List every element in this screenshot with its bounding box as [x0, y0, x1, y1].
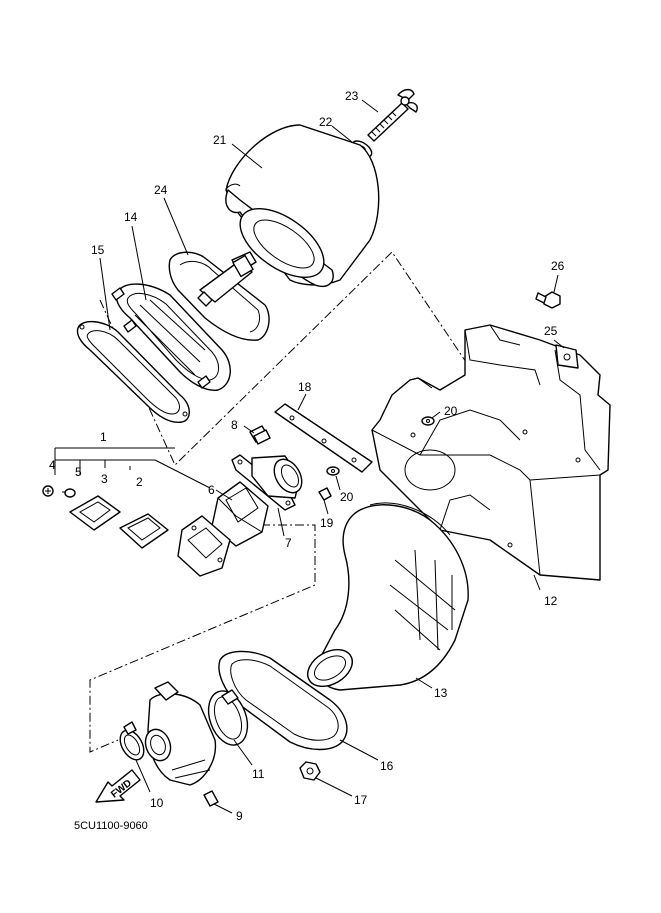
callout-6: 6	[208, 483, 215, 497]
clamp-11	[207, 689, 249, 746]
nut-17	[299, 761, 321, 781]
filter-guide	[168, 251, 270, 341]
leader-lines	[99, 99, 565, 814]
gasket-15	[76, 321, 190, 423]
screw-4	[42, 485, 54, 497]
fwd-arrow-icon: FWD	[95, 769, 141, 803]
fitting-9	[203, 790, 219, 807]
plate-18	[274, 403, 373, 473]
air-filter-case	[371, 324, 611, 581]
reed-plate-3	[69, 495, 121, 531]
callout-4: 4	[49, 458, 56, 472]
callout-7: 7	[285, 536, 292, 550]
callout-12: 12	[544, 594, 558, 608]
callout-17: 17	[354, 793, 368, 807]
element-holder	[111, 283, 231, 391]
intake-tube	[307, 502, 469, 691]
callout-19: 19	[320, 516, 334, 530]
callout-10: 10	[150, 796, 164, 810]
callout-8: 8	[231, 418, 238, 432]
bolt-26	[535, 291, 561, 309]
callout-11: 11	[252, 767, 265, 781]
callout-25: 25	[544, 324, 558, 338]
callout-23: 23	[345, 89, 359, 103]
callout-14: 14	[124, 210, 138, 224]
callout-21: 21	[213, 133, 227, 147]
carburetor	[144, 681, 217, 786]
drawing-code: 5CU1100-9060	[74, 820, 148, 832]
callout-2: 2	[136, 475, 143, 489]
fitting-19	[318, 487, 332, 501]
bolt-8	[249, 425, 271, 445]
callout-13: 13	[434, 686, 448, 700]
callout-1: 1	[100, 430, 107, 444]
callout-22: 22	[319, 115, 333, 129]
callout-20-lower: 20	[340, 490, 354, 504]
callout-9: 9	[236, 809, 243, 823]
reed-valve-6	[211, 481, 269, 547]
callouts: 1 2 3 4 5 6 7 8 9 10 11 12 13 14 15 16 1…	[49, 89, 565, 823]
wing-bolt	[367, 88, 418, 142]
reed-block	[177, 515, 231, 577]
air-filter-element	[225, 124, 380, 287]
callout-24: 24	[154, 183, 168, 197]
callout-5: 5	[75, 465, 82, 479]
clip-20-upper	[421, 416, 435, 426]
callout-15: 15	[91, 243, 105, 257]
clip-20-lower	[326, 466, 340, 476]
washer-5	[62, 488, 76, 498]
clamp-10	[119, 721, 145, 761]
clip-25	[555, 344, 579, 369]
callout-20-upper: 20	[444, 404, 458, 418]
callout-3: 3	[101, 472, 108, 486]
callout-26: 26	[551, 259, 565, 273]
callout-16: 16	[380, 759, 394, 773]
intake-joint-7	[231, 454, 303, 511]
callout-18: 18	[298, 380, 312, 394]
reed-plate-2	[119, 513, 169, 549]
